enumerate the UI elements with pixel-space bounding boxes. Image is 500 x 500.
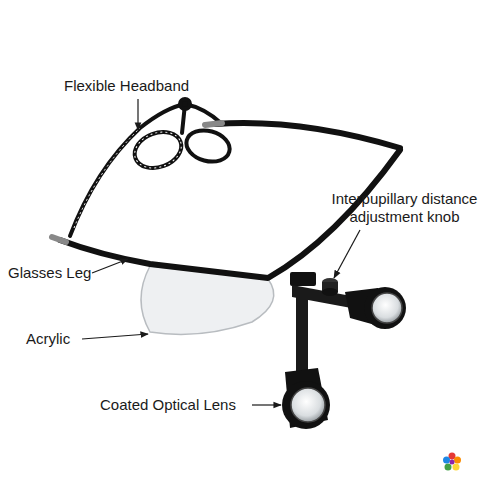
temple-tip bbox=[205, 123, 222, 125]
loupe bbox=[282, 272, 406, 429]
far-temple bbox=[215, 123, 400, 148]
part-label: Acrylic bbox=[26, 330, 70, 348]
leader-lines bbox=[82, 99, 360, 405]
part-label: Interpupillary distance adjustment knob bbox=[322, 190, 487, 226]
temple-tip bbox=[52, 237, 66, 242]
part-label: Glasses Leg bbox=[8, 264, 91, 282]
frame bbox=[60, 150, 400, 278]
headband bbox=[70, 99, 233, 236]
logo bbox=[443, 453, 461, 471]
part-label: Flexible Headband bbox=[64, 77, 189, 95]
strap-stitch bbox=[74, 126, 186, 228]
part-label: Coated Optical Lens bbox=[100, 396, 236, 414]
